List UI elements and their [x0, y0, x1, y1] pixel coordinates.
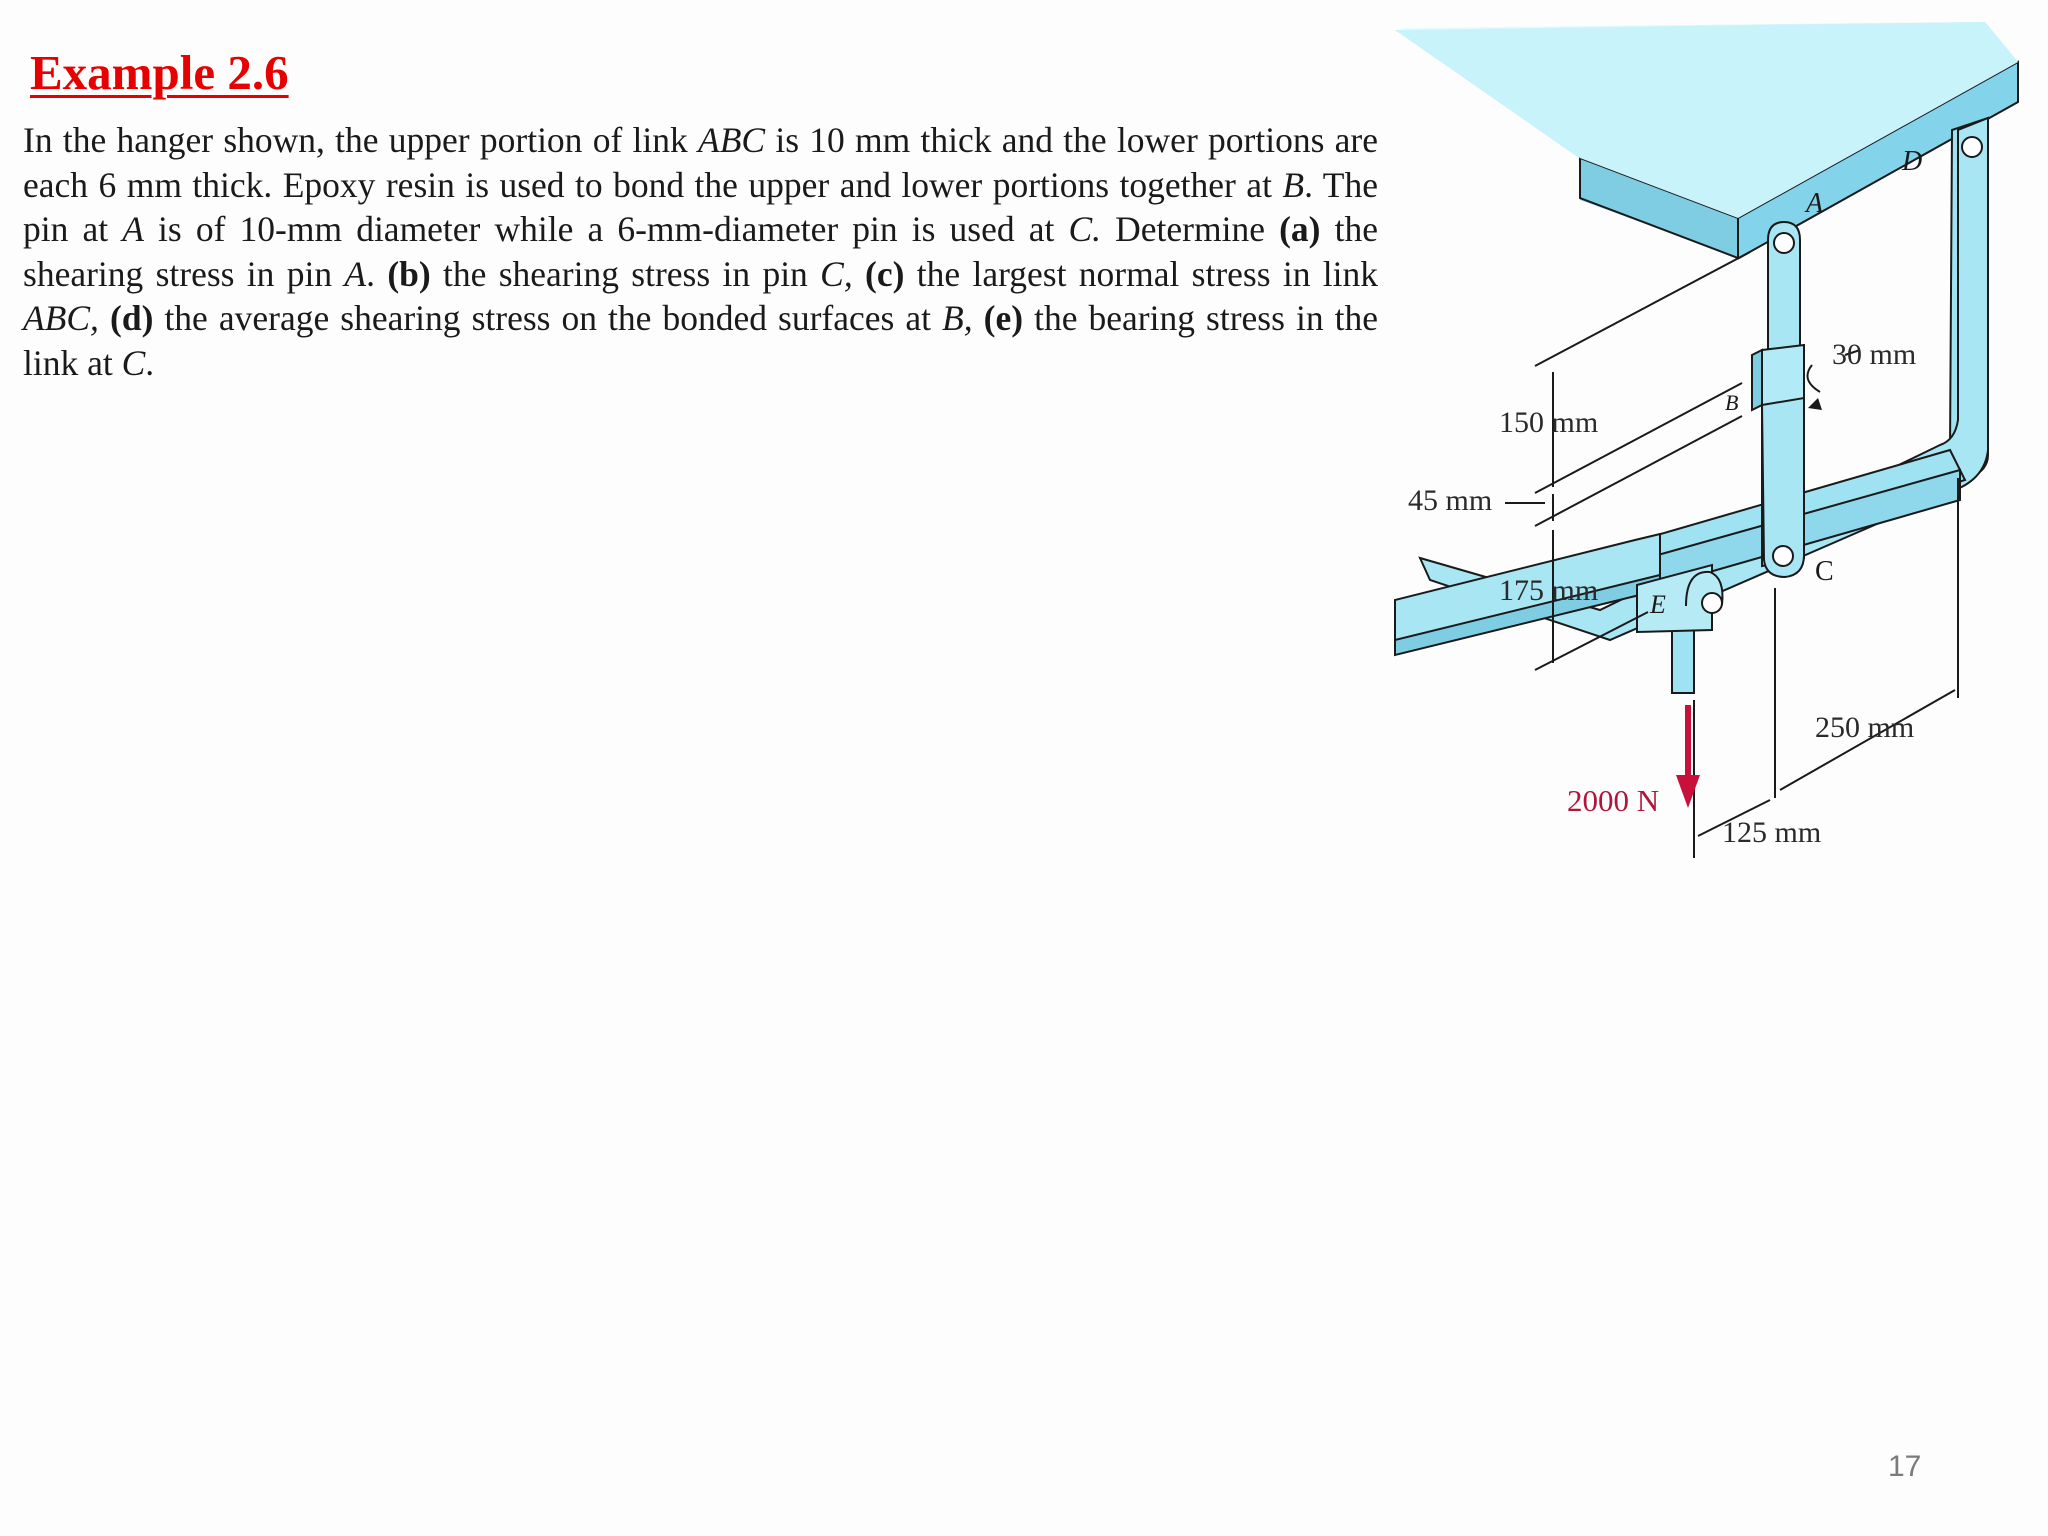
- problem-text: . The pin at: [23, 164, 1378, 250]
- leader-30: [1844, 349, 1861, 356]
- load-arrow: [1676, 705, 1700, 808]
- dimension-lines: [1505, 251, 1959, 858]
- problem-text: .: [366, 253, 388, 294]
- point-label: C.: [1068, 209, 1102, 249]
- problem-text: the shearing stress in pin: [23, 209, 1379, 294]
- label-a: A: [1804, 188, 1824, 219]
- dimension-175mm: 175 mm: [1499, 574, 1598, 607]
- link-label: ABC,: [23, 298, 99, 338]
- pin-c-icon: [1772, 545, 1794, 567]
- dimension-150mm: 150 mm: [1499, 406, 1598, 439]
- part-label: (a): [1279, 209, 1321, 249]
- load-value: 2000 N: [1567, 783, 1659, 818]
- label-b: B: [1725, 390, 1738, 415]
- thickness-arrow-icon: [1806, 364, 1821, 393]
- hanger-stem: [1671, 627, 1695, 694]
- problem-statement: In the hanger shown, the upper portion o…: [23, 118, 1378, 385]
- ceiling-support: [1395, 22, 2019, 260]
- bent-member-dce: [1394, 116, 1989, 694]
- part-label: (e): [983, 298, 1024, 338]
- dimension-250mm: 250 mm: [1815, 711, 1914, 744]
- thickness-arrowhead-icon: [1808, 398, 1822, 410]
- problem-text: .: [145, 342, 155, 383]
- pin-e-icon: [1701, 592, 1723, 614]
- label-d: D: [1901, 146, 1922, 177]
- example-title: Example 2.6: [30, 45, 289, 100]
- page-number: 17: [1888, 1450, 1922, 1483]
- dimension-45mm: 45 mm: [1408, 484, 1492, 517]
- link-bonded-plate-side: [1751, 348, 1763, 412]
- pin-a-icon: [1773, 232, 1795, 254]
- point-label: C: [121, 342, 146, 383]
- support-top-surface: [1395, 22, 2018, 218]
- point-label: B,: [942, 298, 973, 338]
- problem-text: is of 10-mm diameter while a 6-mm-diamet…: [143, 209, 1069, 249]
- link-upper-portion: [1767, 220, 1801, 362]
- point-label: A: [122, 209, 144, 249]
- extension-line: [1534, 382, 1743, 494]
- problem-text: Determine: [1101, 209, 1280, 249]
- point-label: C,: [820, 253, 853, 294]
- dimension-line-125: [1697, 799, 1771, 837]
- dimension-30mm: 30 mm: [1832, 338, 1916, 371]
- problem-text: In the hanger shown, the upper portion o…: [23, 120, 699, 160]
- part-label: (b): [387, 253, 431, 294]
- problem-text: the largest normal stress in link: [904, 253, 1379, 294]
- link-label: ABC: [698, 120, 766, 160]
- dimension-line-250: [1779, 689, 1956, 791]
- load-arrowhead-icon: [1676, 775, 1700, 808]
- part-label: (d): [110, 298, 154, 338]
- problem-text: the bearing stress in the link at: [23, 298, 1379, 383]
- link-lower-portion: [1760, 396, 1805, 579]
- point-label: B: [1282, 164, 1305, 205]
- problem-text: the shearing stress in pin: [430, 253, 821, 294]
- label-e: E: [1649, 590, 1666, 619]
- part-label: (c): [865, 253, 905, 294]
- problem-text: is 10 mm thick and the lower portions ar…: [23, 120, 1378, 205]
- point-label: A: [344, 253, 367, 294]
- dimension-125mm: 125 mm: [1722, 816, 1821, 849]
- label-c: C: [1815, 556, 1834, 587]
- link-abc: [1751, 220, 1822, 579]
- problem-text: the average shearing stress on the bonde…: [153, 298, 943, 338]
- extension-line: [1534, 251, 1751, 367]
- extension-line: [1534, 415, 1743, 527]
- pin-d-icon: [1961, 136, 1983, 158]
